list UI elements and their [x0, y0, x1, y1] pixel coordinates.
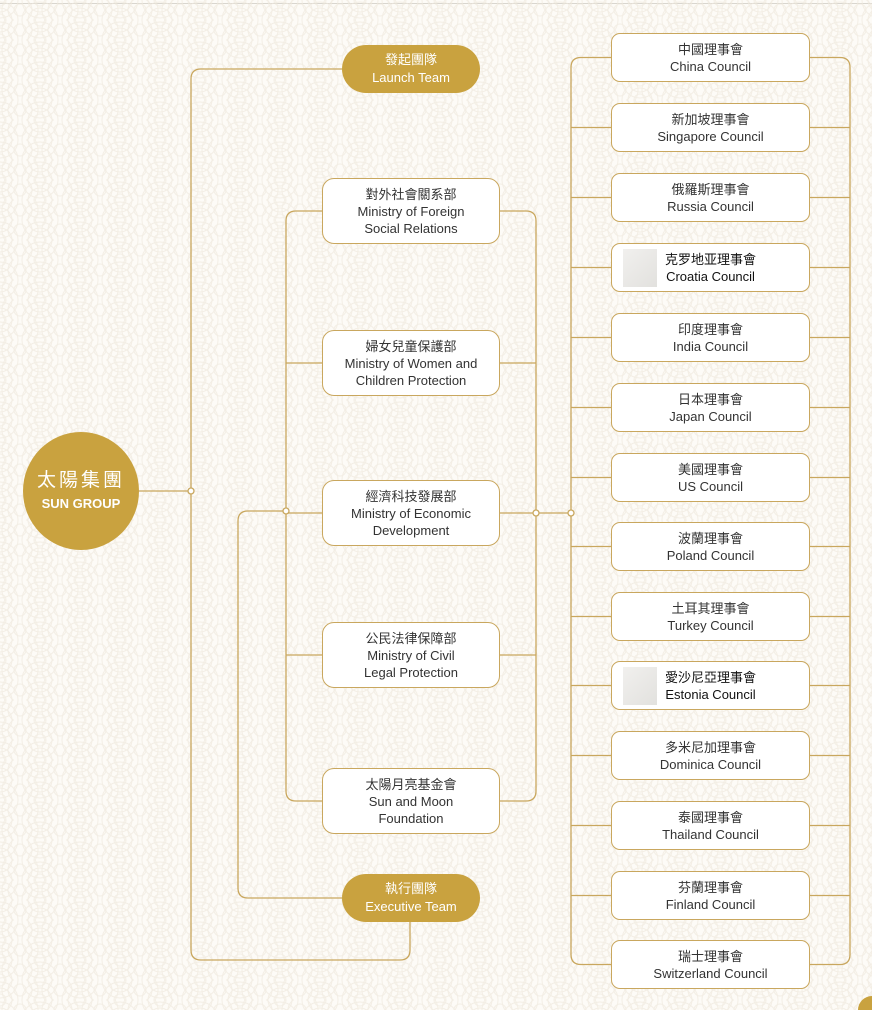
council-name-zh: 印度理事會: [677, 321, 743, 337]
council-name-en: Poland Council: [666, 547, 755, 563]
council-name-en: Finland Council: [665, 896, 756, 912]
council-name-en: Croatia Council: [666, 268, 755, 284]
junction-dot: [187, 487, 195, 495]
launch-team-node: 發起團隊 Launch Team: [342, 45, 480, 93]
department-name-zh: 經濟科技發展部: [365, 488, 457, 504]
department-name-zh: 婦女兒童保護部: [365, 338, 457, 354]
corner-decoration: [858, 996, 872, 1010]
council-name-en: Turkey Council: [667, 617, 754, 633]
launch-team-en: Launch Team: [372, 70, 450, 85]
council-turkey: 土耳其理事會 Turkey Council: [611, 592, 810, 641]
council-name-en: Switzerland Council: [653, 965, 768, 981]
department-right-bracket: [500, 210, 537, 802]
council-left-bracket: [570, 56, 611, 966]
council-name-en: US Council: [677, 478, 744, 494]
council-name-en: Singapore Council: [657, 128, 764, 144]
council-name-zh: 芬蘭理事會: [677, 879, 743, 895]
department-name-en-line2: Legal Protection: [364, 664, 458, 680]
council-name-zh: 中國理事會: [677, 41, 743, 57]
junction-dot: [282, 507, 290, 515]
council-dominica: 多米尼加理事會 Dominica Council: [611, 731, 810, 780]
council-name-zh: 日本理事會: [677, 391, 743, 407]
council-singapore: 新加坡理事會 Singapore Council: [611, 103, 810, 152]
outer-loop-connector: [190, 68, 411, 961]
root-name-en: SUN GROUP: [41, 496, 121, 511]
department-name-en-line1: Ministry of Civil: [367, 647, 455, 663]
department-civil-legal-protection: 公民法律保障部 Ministry of Civil Legal Protecti…: [322, 622, 500, 688]
department-name-en-line1: Ministry of Economic: [351, 505, 471, 521]
council-name-en: Japan Council: [669, 408, 752, 424]
launch-team-zh: 發起團隊: [384, 52, 437, 67]
council-india: 印度理事會 India Council: [611, 313, 810, 362]
department-foreign-social-relations: 對外社會關系部 Ministry of Foreign Social Relat…: [322, 178, 500, 244]
council-name-zh: 愛沙尼亞理事會: [664, 669, 756, 685]
council-switzerland: 瑞士理事會 Switzerland Council: [611, 940, 810, 989]
council-name-en: Dominica Council: [659, 756, 762, 772]
council-japan: 日本理事會 Japan Council: [611, 383, 810, 432]
council-name-en: China Council: [670, 58, 751, 74]
council-croatia: 克罗地亚理事會 Croatia Council: [611, 243, 810, 292]
department-name-en-line2: Social Relations: [364, 220, 458, 236]
executive-team-zh: 執行團隊: [384, 881, 437, 896]
council-name-zh: 多米尼加理事會: [664, 739, 756, 755]
council-name-en: Thailand Council: [662, 826, 759, 842]
council-china: 中國理事會 China Council: [611, 33, 810, 82]
council-name-zh: 新加坡理事會: [671, 111, 750, 127]
executive-team-node: 執行團隊 Executive Team: [342, 874, 480, 922]
council-name-zh: 克罗地亚理事會: [664, 251, 756, 267]
council-estonia: 愛沙尼亞理事會 Estonia Council: [611, 661, 810, 710]
department-name-en-line2: Children Protection: [355, 372, 467, 388]
junction-dot: [532, 509, 540, 517]
department-name-zh: 太陽月亮基金會: [365, 776, 457, 792]
department-name-en-line2: Foundation: [378, 810, 444, 826]
executive-connector: [237, 510, 342, 899]
department-women-children-protection: 婦女兒童保護部 Ministry of Women and Children P…: [322, 330, 500, 396]
council-name-zh: 瑞士理事會: [677, 948, 743, 964]
council-name-en: Russia Council: [667, 198, 754, 214]
council-poland: 波蘭理事會 Poland Council: [611, 522, 810, 571]
council-name-zh: 泰國理事會: [677, 809, 743, 825]
department-sun-moon-foundation: 太陽月亮基金會 Sun and Moon Foundation: [322, 768, 500, 834]
department-name-en-line1: Ministry of Foreign: [357, 203, 465, 219]
root-sun-group: 太陽集團 SUN GROUP: [23, 432, 139, 550]
council-thailand: 泰國理事會 Thailand Council: [611, 801, 810, 850]
council-us: 美國理事會 US Council: [611, 453, 810, 502]
department-left-bracket: [285, 210, 322, 802]
council-name-en: Estonia Council: [665, 686, 756, 702]
department-name-en-line1: Ministry of Women and: [344, 355, 478, 371]
department-name-en-line1: Sun and Moon: [368, 793, 454, 809]
executive-team-en: Executive Team: [365, 899, 457, 914]
council-name-zh: 土耳其理事會: [671, 600, 750, 616]
council-name-zh: 俄羅斯理事會: [671, 181, 750, 197]
council-name-en: India Council: [672, 338, 749, 354]
junction-dot: [567, 509, 575, 517]
department-economic-development: 經濟科技發展部 Ministry of Economic Development: [322, 480, 500, 546]
department-name-zh: 對外社會關系部: [365, 186, 457, 202]
council-finland: 芬蘭理事會 Finland Council: [611, 871, 810, 920]
council-name-zh: 美國理事會: [677, 461, 743, 477]
council-right-bracket: [810, 56, 851, 966]
root-name-zh: 太陽集團: [36, 470, 125, 491]
council-russia: 俄羅斯理事會 Russia Council: [611, 173, 810, 222]
council-name-zh: 波蘭理事會: [677, 530, 743, 546]
department-name-zh: 公民法律保障部: [365, 630, 457, 646]
department-name-en-line2: Development: [372, 522, 450, 538]
